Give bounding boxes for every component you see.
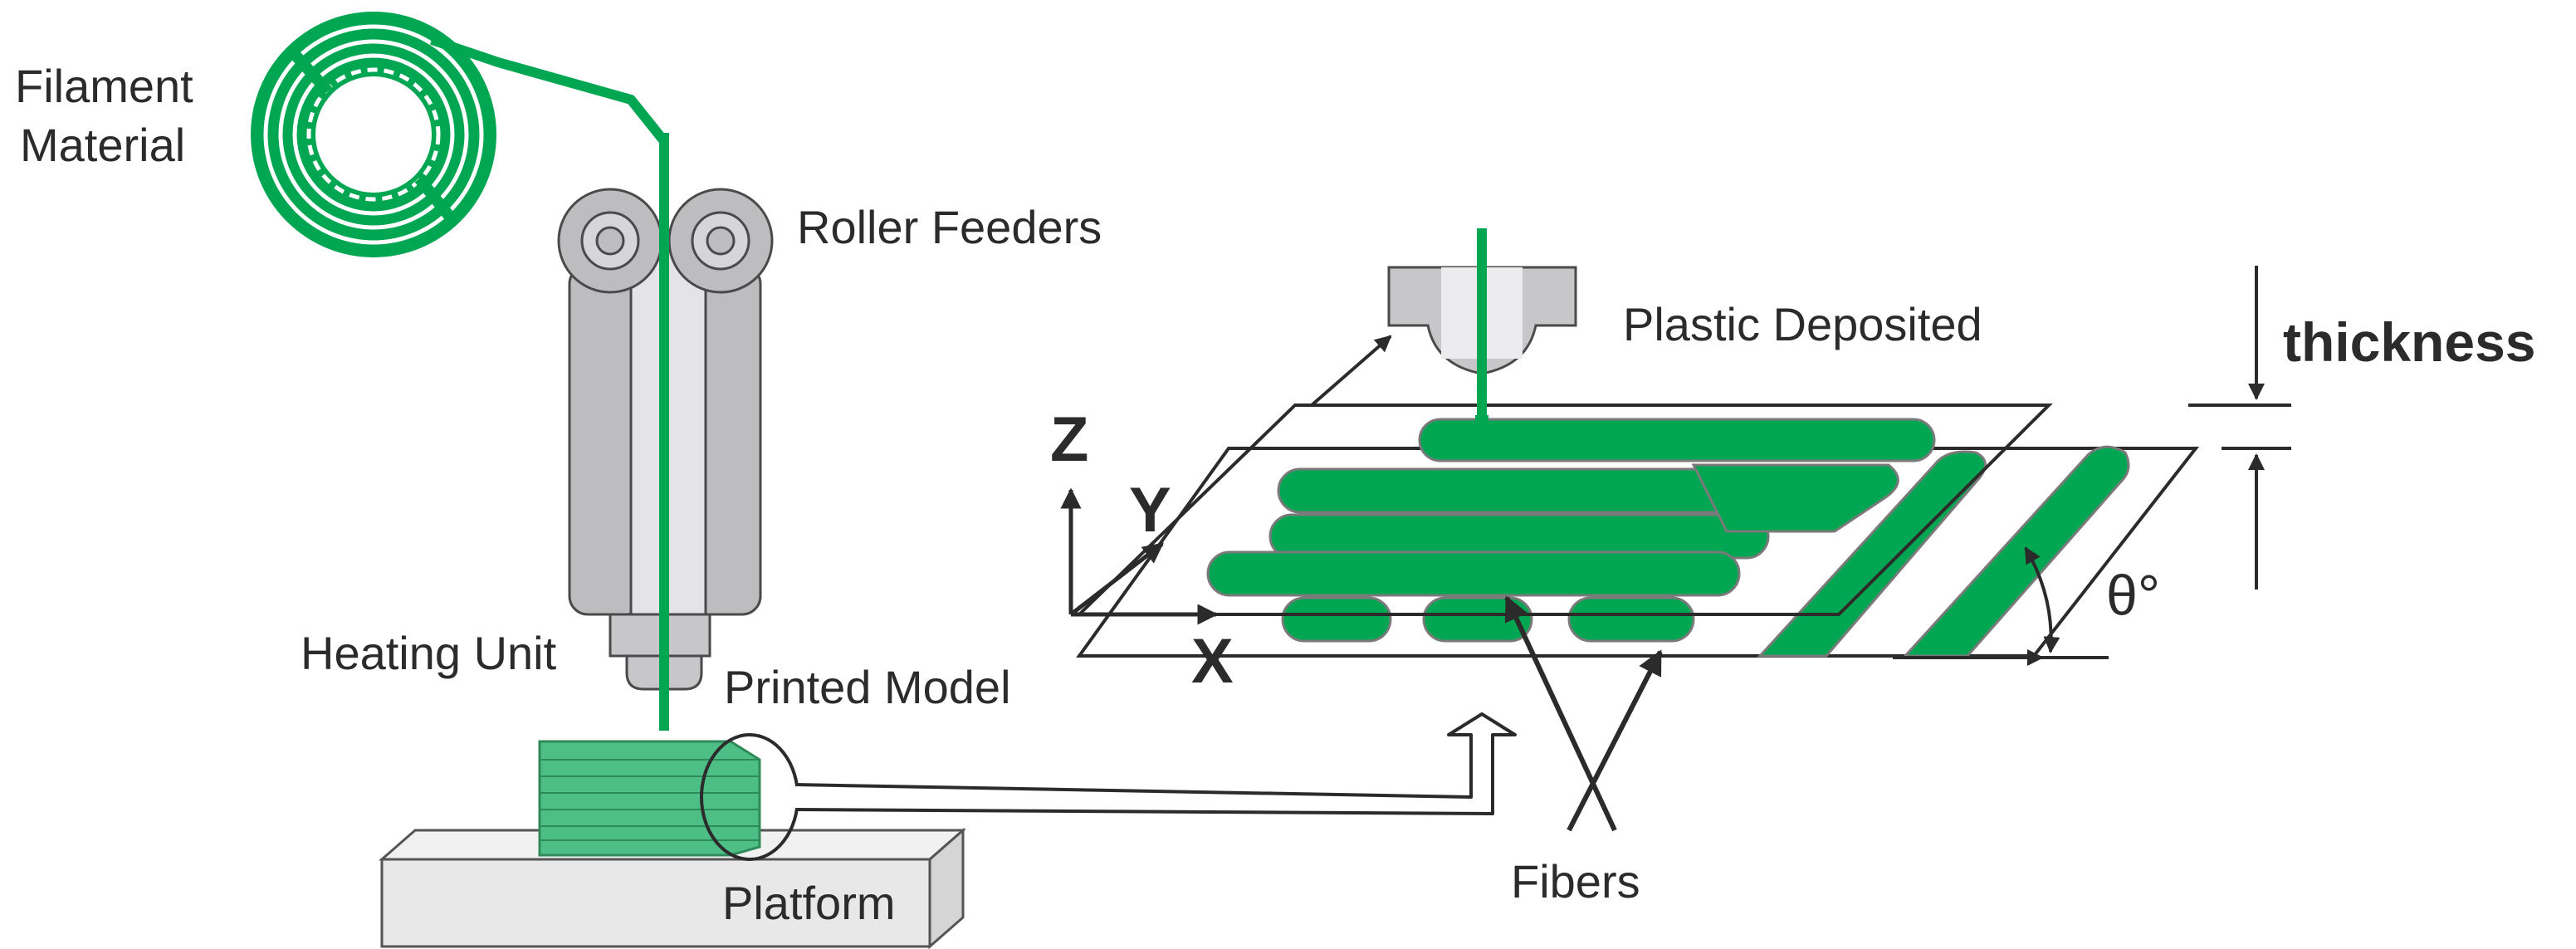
detail-callout: [700, 712, 1517, 861]
axis-z-label: Z: [1050, 404, 1088, 475]
filament-spool: [251, 12, 496, 257]
filament-label-line2: Material: [20, 119, 185, 171]
thickness-dimension: [2188, 266, 2291, 589]
printed-model-label: Printed Model: [724, 661, 1011, 713]
lower-layer-fibers: [1757, 445, 2130, 658]
nozzle-motion-arrow: [1310, 335, 1392, 407]
axis-x-label: X: [1191, 626, 1234, 697]
axis-y-label: Y: [1129, 475, 1171, 545]
theta-label: θ°: [2106, 564, 2160, 627]
upper-layer-plane: [1075, 404, 2053, 616]
printed-model: [538, 740, 761, 857]
filament-label-line1: Filament: [15, 60, 193, 112]
plastic-deposited-label: Plastic Deposited: [1623, 298, 1982, 350]
upper-layer-serpentine: [1206, 418, 1936, 597]
fiber-arrows: [1504, 595, 1663, 832]
roller-feeders: [557, 188, 774, 294]
angle-indicator: [1893, 546, 2109, 666]
platform-label: Platform: [722, 877, 896, 929]
thickness-label: thickness: [2283, 311, 2535, 373]
heating-unit: [568, 247, 762, 691]
heating-unit-label: Heating Unit: [301, 627, 557, 679]
axes: [1060, 487, 1219, 625]
fibers-label: Fibers: [1511, 855, 1640, 907]
roller-feeders-label: Roller Feeders: [797, 201, 1102, 253]
lower-layer-serpentine: [1281, 596, 1695, 643]
